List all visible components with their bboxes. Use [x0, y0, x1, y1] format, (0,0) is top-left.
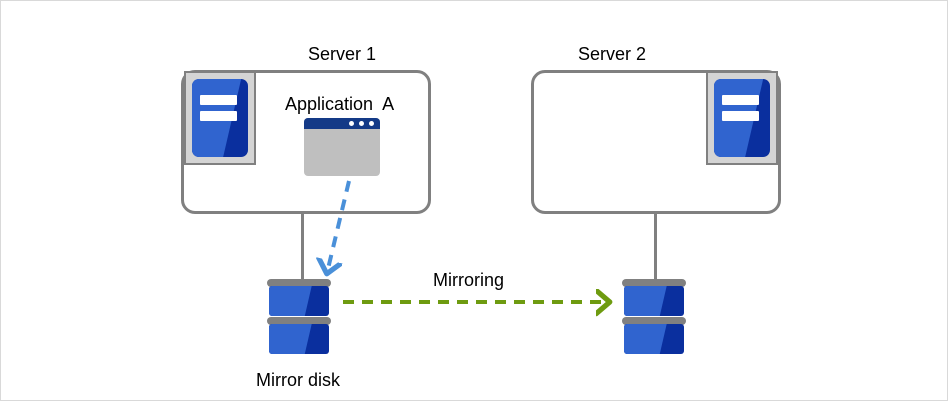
disk2-plate-top	[622, 279, 686, 287]
application-window-titlebar	[304, 118, 380, 129]
server2-unit-icon	[706, 71, 778, 165]
server1-unit-bar-2	[199, 110, 237, 122]
server2-disk-connector	[654, 213, 657, 279]
disk1-body-upper	[269, 286, 329, 316]
server2-unit-face	[714, 79, 770, 157]
disk2-body-upper	[624, 286, 684, 316]
mirroring-label: Mirroring	[433, 270, 505, 290]
application-a-label: Application A	[285, 94, 395, 114]
server2-unit-bar-1	[721, 94, 759, 105]
disk1-plate-top	[267, 279, 331, 287]
window-dot-2	[359, 121, 364, 126]
window-dot-1	[349, 121, 354, 126]
server1-title: Server 1	[308, 44, 377, 64]
server2-title: Server 2	[578, 44, 647, 64]
mirror-disk-label: Mirror disk	[256, 370, 340, 390]
window-dot-3	[369, 121, 374, 126]
mirror-disk-server1	[267, 279, 331, 367]
disk2-plate-mid	[622, 317, 686, 325]
server1-unit-icon	[184, 71, 256, 165]
server1-disk-connector	[301, 213, 304, 279]
server1-unit-face	[192, 79, 248, 157]
server2-unit-bar-2	[721, 110, 759, 122]
server1-unit-bar-1	[199, 94, 237, 105]
disk2-body-lower	[624, 324, 684, 354]
application-window-icon	[304, 118, 380, 176]
disk1-body-lower	[269, 324, 329, 354]
mirror-disk-server2	[622, 279, 686, 367]
disk1-plate-mid	[267, 317, 331, 325]
